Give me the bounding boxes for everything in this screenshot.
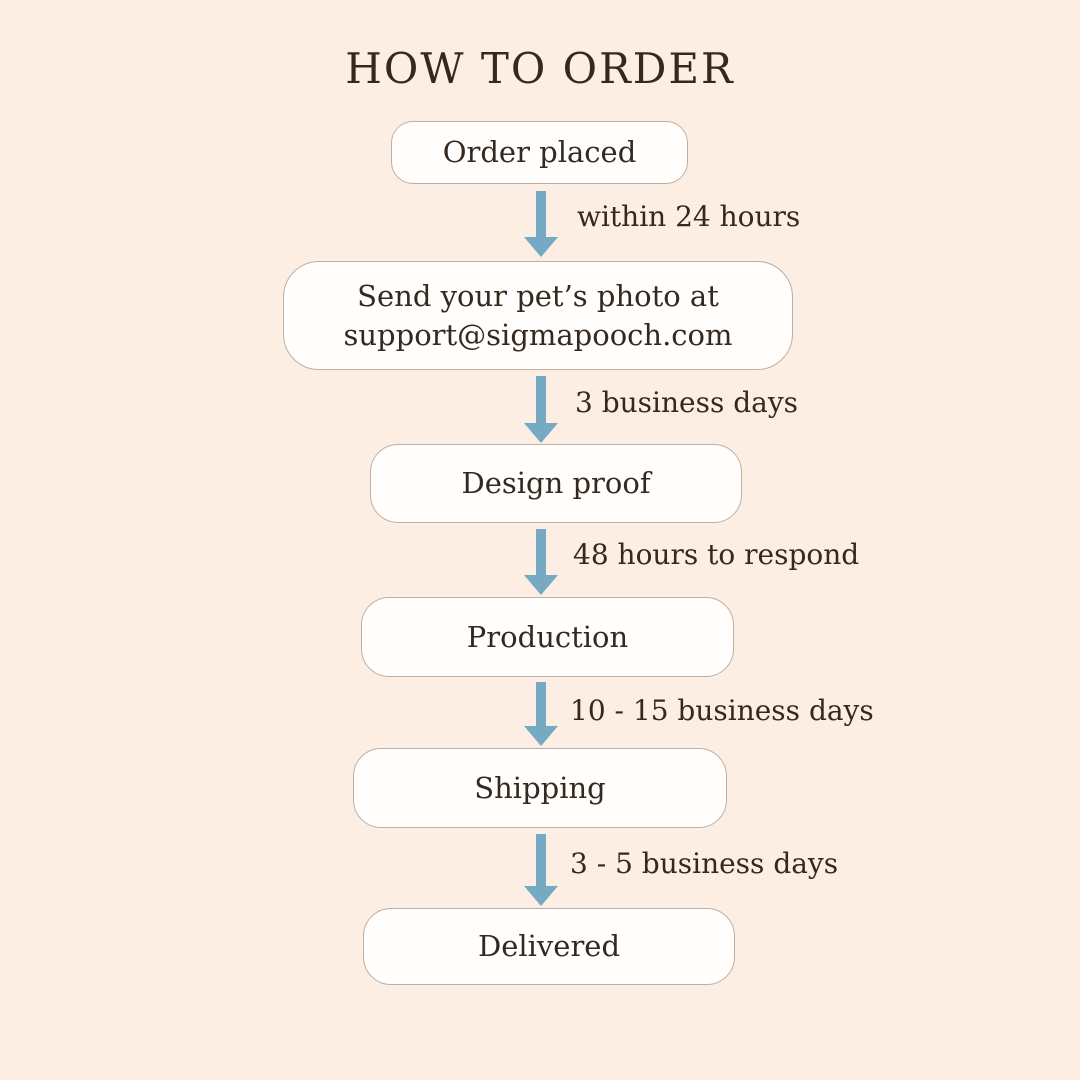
arrow-stem bbox=[536, 682, 546, 726]
duration-label: 48 hours to respond bbox=[573, 538, 860, 571]
arrow-down-icon bbox=[524, 682, 558, 746]
arrow-down-icon bbox=[524, 191, 558, 257]
arrow-stem bbox=[536, 191, 546, 237]
arrow-down-icon bbox=[524, 834, 558, 906]
flow-step-shipping: Shipping bbox=[353, 748, 727, 828]
flow-step-label: Order placed bbox=[442, 135, 637, 170]
arrow-stem bbox=[536, 834, 546, 886]
duration-label: 3 business days bbox=[575, 386, 799, 419]
flow-step-production: Production bbox=[361, 597, 734, 677]
flow-step-send-photo: Send your pet’s photo at support@sigmapo… bbox=[283, 261, 793, 370]
flow-step-label: Production bbox=[466, 619, 629, 654]
page-title: HOW TO ORDER bbox=[345, 44, 735, 93]
arrow-head bbox=[524, 886, 558, 906]
flow-step-label: Delivered bbox=[477, 929, 621, 964]
arrow-head bbox=[524, 726, 558, 746]
flow-step-order-placed: Order placed bbox=[391, 121, 688, 184]
arrow-head bbox=[524, 423, 558, 443]
duration-label: within 24 hours bbox=[577, 200, 801, 233]
arrow-head bbox=[524, 237, 558, 257]
arrow-stem bbox=[536, 376, 546, 423]
flow-step-label: Send your pet’s photo at support@sigmapo… bbox=[343, 278, 733, 352]
arrow-stem bbox=[536, 529, 546, 575]
duration-label: 3 - 5 business days bbox=[570, 847, 839, 880]
flow-step-label: Design proof bbox=[461, 466, 651, 501]
flow-step-label: Shipping bbox=[474, 770, 606, 805]
duration-label: 10 - 15 business days bbox=[570, 694, 874, 727]
arrow-down-icon bbox=[524, 376, 558, 443]
arrow-head bbox=[524, 575, 558, 595]
flow-step-delivered: Delivered bbox=[363, 908, 735, 985]
arrow-down-icon bbox=[524, 529, 558, 595]
flow-step-design-proof: Design proof bbox=[370, 444, 742, 523]
